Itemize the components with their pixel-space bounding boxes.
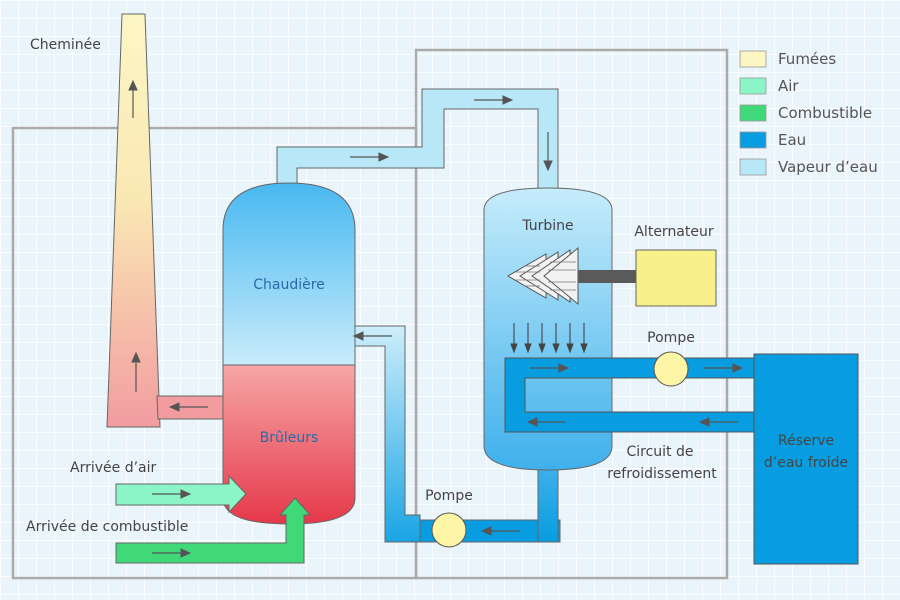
steam-flow-arrow [350,152,390,162]
turbine-outlet-pipe [537,465,559,543]
chimney [106,13,161,428]
legend-swatch-air [739,77,767,95]
steam-flow-arrow [543,132,553,172]
legend-label: Combustible [778,104,872,122]
cooling-flow-arrow [526,417,566,427]
cooling-flow-arrow [704,363,744,373]
legend-label: Eau [778,131,806,149]
legend-item: Air [739,77,799,95]
burners-label: Brûleurs [260,430,319,446]
legend-label: Vapeur d’eau [778,158,878,176]
legend-item: Vapeur d’eau [739,158,878,176]
steam-flow-arrow [474,95,514,105]
boiler-section-frame [11,126,418,580]
cold-water-reservoir [753,353,859,565]
legend: Fumées Air Combustible Eau Vapeur d’eau [739,50,878,176]
reservoir-label-line2: d’eau froide [764,455,848,471]
alternator [635,249,717,307]
chimney-up-arrow [131,351,141,392]
turbine-blades-icon [507,246,579,306]
turbine-section-frame [414,48,729,580]
turbine-shaft [578,270,636,283]
legend-item: Eau [739,131,806,149]
pump-bottom-label: Pompe [425,488,473,504]
water-return-pipe [354,325,421,543]
boiler-vessel [222,182,356,366]
chimney-label: Cheminée [30,37,101,53]
legend-swatch-water [739,131,767,149]
fuel-inlet-pipe [115,497,312,564]
alternator-label: Alternateur [634,224,714,240]
air-flow-arrow [152,489,192,499]
water-return-arrow [480,526,520,536]
cooling-circuit-label-line2: refroidissement [607,466,717,482]
legend-swatch-fuel [739,104,767,122]
condensation-arrows [510,323,588,354]
legend-swatch-smoke [739,50,767,68]
fuel-flow-arrow [152,548,192,558]
feedwater-pump [431,512,467,548]
steam-pipe [276,88,559,196]
legend-item: Combustible [739,104,872,122]
legend-swatch-steam [739,158,767,176]
pump-top-label: Pompe [647,330,695,346]
legend-item: Fumées [739,50,836,68]
cooling-flow-arrow [530,363,570,373]
air-inlet-label: Arrivée d’air [70,460,157,476]
legend-label: Fumées [778,50,836,68]
fuel-inlet-label: Arrivée de combustible [26,519,188,535]
water-return-arrow [352,331,392,341]
reservoir-label-line1: Réserve [778,433,834,449]
chimney-up-arrow [128,79,138,118]
cooling-pump [653,351,689,387]
turbine-label: Turbine [521,218,573,234]
boiler-label: Chaudière [253,277,325,293]
cooling-circuit-label-line1: Circuit de [626,444,693,460]
legend-label: Air [778,77,799,95]
flue-arrow [168,402,208,412]
cooling-flow-arrow [698,417,738,427]
